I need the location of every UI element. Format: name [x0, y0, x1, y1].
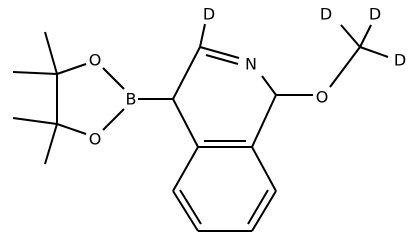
bond-c3-n-inner	[205, 54, 239, 65]
bond-o-top-c	[56, 63, 87, 75]
bond-methyl-top-left	[12, 71, 58, 75]
atom-deuterium-methyl-right: D	[394, 51, 406, 70]
bond-methyl-top-up	[44, 31, 58, 75]
bond-c3-d	[199, 23, 206, 48]
bond-ch3-d-top-right	[359, 24, 372, 48]
bond-ch3-d-top-left	[340, 24, 361, 48]
atom-deuterium-methyl-top-left: D	[320, 5, 332, 24]
bond-c7-c8	[251, 190, 277, 232]
bond-methyl-bottom-down	[44, 123, 58, 165]
atom-oxygen-boronate-bottom: O	[89, 130, 102, 149]
atom-oxygen-boronate-top: O	[89, 51, 102, 70]
bond-n-c1	[261, 75, 277, 96]
bond-layer	[12, 23, 389, 232]
atom-boron: B	[126, 90, 137, 109]
bond-methyl-bottom-left	[12, 117, 58, 125]
bond-c8a-c1	[251, 94, 277, 148]
bond-c3-c4	[172, 46, 201, 100]
atom-deuterium-ring: D	[203, 5, 215, 24]
isoquinoline-boronate-structure: D N B O O O D D D	[12, 5, 406, 232]
atom-deuterium-methyl-top-right: D	[369, 5, 381, 24]
bond-b-o-bottom	[102, 108, 125, 131]
atom-label-layer: D N B O O O D D D	[89, 5, 406, 149]
bond-ch3-d-right	[359, 46, 389, 58]
bond-o-bottom-c	[56, 123, 87, 135]
bond-c5-c6-inner	[179, 189, 202, 225]
atom-nitrogen: N	[245, 55, 257, 74]
bond-c3-n	[199, 46, 240, 59]
bond-c5-c6	[172, 190, 199, 232]
bond-c7-c8-inner	[247, 189, 269, 225]
atom-oxygen-methoxy: O	[316, 88, 329, 107]
bond-c4-c4a	[172, 98, 199, 148]
bond-o-ch3	[329, 46, 361, 88]
bond-c4a-c5	[172, 146, 199, 192]
bond-c8-c8a	[251, 146, 277, 192]
bond-b-o-top	[102, 67, 125, 90]
